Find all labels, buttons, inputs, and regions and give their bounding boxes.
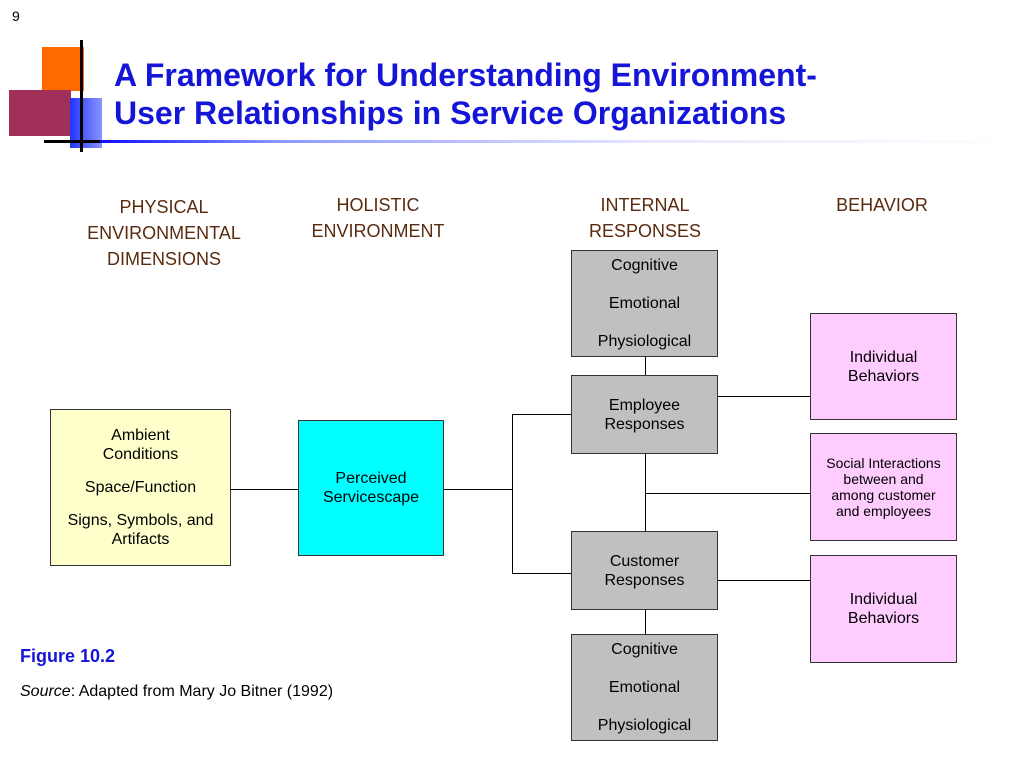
connector-branch-employee [512,414,572,415]
perceived-servicescape-box: Perceived Servicescape [298,420,444,556]
physical-dimensions-box: Ambient Conditions Space/Function Signs,… [50,409,231,566]
social-interactions-box: Social Interactions between and among cu… [810,433,957,541]
slide-title: A Framework for Understanding Environmen… [114,56,994,132]
connector-employee-behaviors [717,396,810,397]
title-decoration-orange [42,47,84,91]
social-interactions-label: Social Interactions between and among cu… [826,455,941,519]
source-citation: Source: Adapted from Mary Jo Bitner (199… [20,683,333,701]
customer-individual-behaviors-box: Individual Behaviors [810,555,957,663]
connector-servicescape-branch [443,489,513,490]
perceived-servicescape-label: Perceived Servicescape [322,470,420,506]
employee-internal-responses-box: Cognitive Emotional Physiological [571,250,718,357]
title-decoration-horizontal-line [44,140,104,143]
column-header-physical: PHYSICAL ENVIRONMENTAL DIMENSIONS [87,197,241,269]
customer-emotional-label: Emotional [608,679,681,696]
column-header-behavior: BEHAVIOR [836,195,928,215]
ambient-conditions-label: Ambient Conditions [102,427,179,463]
column-header-internal: INTERNAL RESPONSES [588,195,702,241]
connector-customer-internal [645,609,646,634]
connector-employee-customer [645,453,646,531]
title-decoration-maroon [9,90,71,136]
connector-customer-behaviors [717,580,810,581]
employee-individual-behaviors-label: Individual Behaviors [847,348,920,385]
employee-responses-label: Employee Responses [604,396,685,433]
employee-cognitive-label: Cognitive [611,257,678,274]
employee-emotional-label: Emotional [608,295,681,312]
employee-physiological-label: Physiological [597,333,692,350]
column-header-holistic: HOLISTIC ENVIRONMENT [311,195,445,241]
customer-responses-label: Customer Responses [604,552,685,589]
signs-symbols-artifacts-label: Signs, Symbols, and Artifacts [67,512,214,548]
connector-branch-customer [512,573,572,574]
title-underline-rule [100,140,1020,143]
source-prefix: Source [20,683,71,700]
connector-social-interactions [645,493,810,494]
customer-individual-behaviors-label: Individual Behaviors [847,591,920,627]
customer-responses-box: Customer Responses [571,531,718,610]
connector-branch-vertical [512,414,513,573]
connector-dimensions-servicescape [230,489,298,490]
customer-internal-responses-box: Cognitive Emotional Physiological [571,634,718,741]
figure-label: Figure 10.2 [20,646,116,666]
slide-number: 9 [12,8,20,24]
employee-responses-box: Employee Responses [571,375,718,454]
customer-cognitive-label: Cognitive [611,641,678,658]
source-text: : Adapted from Mary Jo Bitner (1992) [70,683,334,700]
space-function-label: Space/Function [84,479,197,496]
slide-title-line-2: User Relationships in Service Organizati… [114,95,787,131]
title-decoration-vertical-line [80,40,83,152]
connector-employee-internal [645,356,646,375]
customer-physiological-label: Physiological [597,717,692,734]
employee-individual-behaviors-box: Individual Behaviors [810,313,957,420]
title-decoration-blue [70,98,102,148]
slide-title-line-1: A Framework for Understanding Environmen… [114,57,817,93]
